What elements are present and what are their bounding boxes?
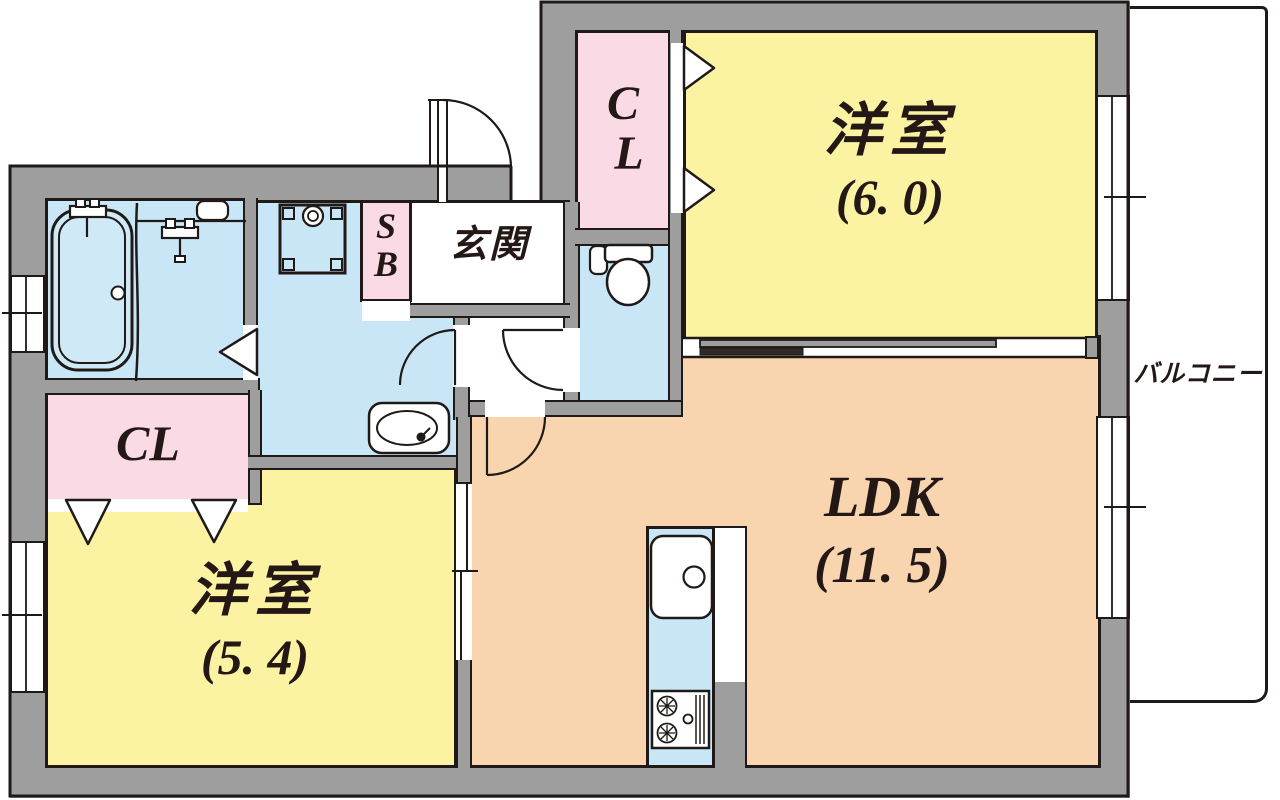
closet-top-label-c: C <box>606 77 639 130</box>
closet-top-arrow <box>682 166 716 214</box>
wall-segment <box>541 2 578 202</box>
room-ldk-label: LDK <box>824 464 940 529</box>
room-western-top-size: (6. 0) <box>835 169 945 225</box>
closet-top-arrow <box>682 44 716 92</box>
room-western-top-label: 洋室 <box>823 98 956 163</box>
kitchen-fixtures <box>649 534 714 750</box>
wall-segment <box>45 378 260 395</box>
closet-bottom-arrow <box>64 498 112 546</box>
kitchen-side-panel <box>713 526 747 682</box>
wall-segment <box>248 390 262 505</box>
window <box>10 541 45 693</box>
room-western-bottom-label: 洋室 <box>188 558 321 623</box>
entrance-door-leaf <box>437 100 448 202</box>
room-western-bottom-floor <box>45 467 457 768</box>
ldk-door-opening <box>485 400 545 417</box>
room-western-bottom-size: (5. 4) <box>200 629 310 685</box>
washroom-door-arc <box>398 328 456 386</box>
bathroom-fixtures <box>50 198 246 382</box>
toilet-fixture <box>588 243 654 307</box>
closet-top-opening <box>671 43 683 213</box>
shoe-box-label-s: S <box>375 206 397 246</box>
sliding-door-left <box>452 484 478 660</box>
sliding-door-top <box>683 336 1099 359</box>
entrance-door-arc <box>428 98 513 169</box>
building-outline <box>8 0 1130 798</box>
ldk-door-arc <box>486 416 547 477</box>
wall-segment <box>668 235 683 417</box>
balcony-area <box>1126 6 1268 703</box>
closet-bottom-label: CL <box>116 415 180 471</box>
closet-bottom-arrow <box>190 498 238 544</box>
wall-segment <box>10 768 1130 798</box>
folding-door-arrows <box>64 44 716 546</box>
toilet-door-opening <box>563 328 580 392</box>
wall-segment <box>10 166 510 202</box>
wall-segment <box>541 2 1130 34</box>
wall-segment <box>248 455 458 470</box>
wall-segment <box>456 417 472 484</box>
washroom-door-opening <box>453 325 470 387</box>
bath-door-arrow <box>218 327 259 377</box>
kitchen-sink <box>649 534 714 620</box>
balcony-label: バルコニー <box>1133 361 1263 388</box>
window-mullions <box>2 97 1146 691</box>
entrance-label: 玄関 <box>448 224 529 266</box>
closet-top-label-l: L <box>614 127 644 180</box>
toilet-door-arc <box>501 329 564 392</box>
bath-shelf <box>195 199 230 222</box>
room-ldk-size: (11. 5) <box>814 537 950 594</box>
interior-doors <box>398 328 564 477</box>
shoe-box-floor <box>360 200 412 302</box>
shoe-box-label-b: B <box>373 244 398 284</box>
entrance-step <box>362 301 410 321</box>
washroom-fixtures <box>278 203 451 455</box>
